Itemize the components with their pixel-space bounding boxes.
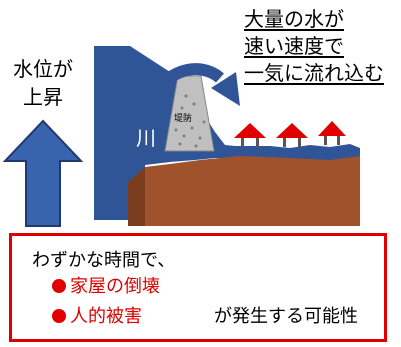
water-rise-label: 水位が 上昇 [8, 55, 78, 111]
overflow-arrow [144, 63, 225, 107]
water-rise-line-2: 上昇 [23, 85, 63, 109]
bullet-icon [52, 279, 66, 293]
warning-intro: わずかな時間で、 [32, 250, 176, 271]
title-line-3: 一気に流れ込む [244, 61, 384, 85]
river-label: 川 [136, 126, 156, 150]
title-line-2: 速い速度で [244, 34, 344, 58]
ground [145, 156, 360, 226]
warning-item-label: 家屋の倒壊 [70, 276, 160, 297]
title-line-1: 大量の水が [244, 7, 344, 31]
house-3 [318, 121, 346, 145]
warning-box: わずかな時間で、 家屋の倒壊 人的被害 が発生する可能性 [9, 233, 387, 342]
flood-description: 大量の水が 速い速度で 一気に流れ込む [244, 6, 384, 87]
house-2 [276, 123, 308, 147]
levee [164, 75, 215, 152]
water-rise-arrow [2, 119, 84, 227]
warning-item-collapse: 家屋の倒壊 [52, 272, 160, 298]
house-1 [234, 123, 266, 147]
levee-label: 堤防 [174, 114, 193, 124]
warning-item-label: 人的被害 [70, 306, 142, 327]
warning-item-casualties: 人的被害 [52, 302, 142, 328]
warning-tail: が発生する可能性 [214, 306, 358, 327]
overflow-arrowhead [211, 72, 240, 106]
water-rise-line-1: 水位が [13, 57, 73, 81]
ground-shadow [128, 167, 145, 226]
bullet-icon [52, 309, 66, 323]
levee-texture [174, 94, 206, 148]
